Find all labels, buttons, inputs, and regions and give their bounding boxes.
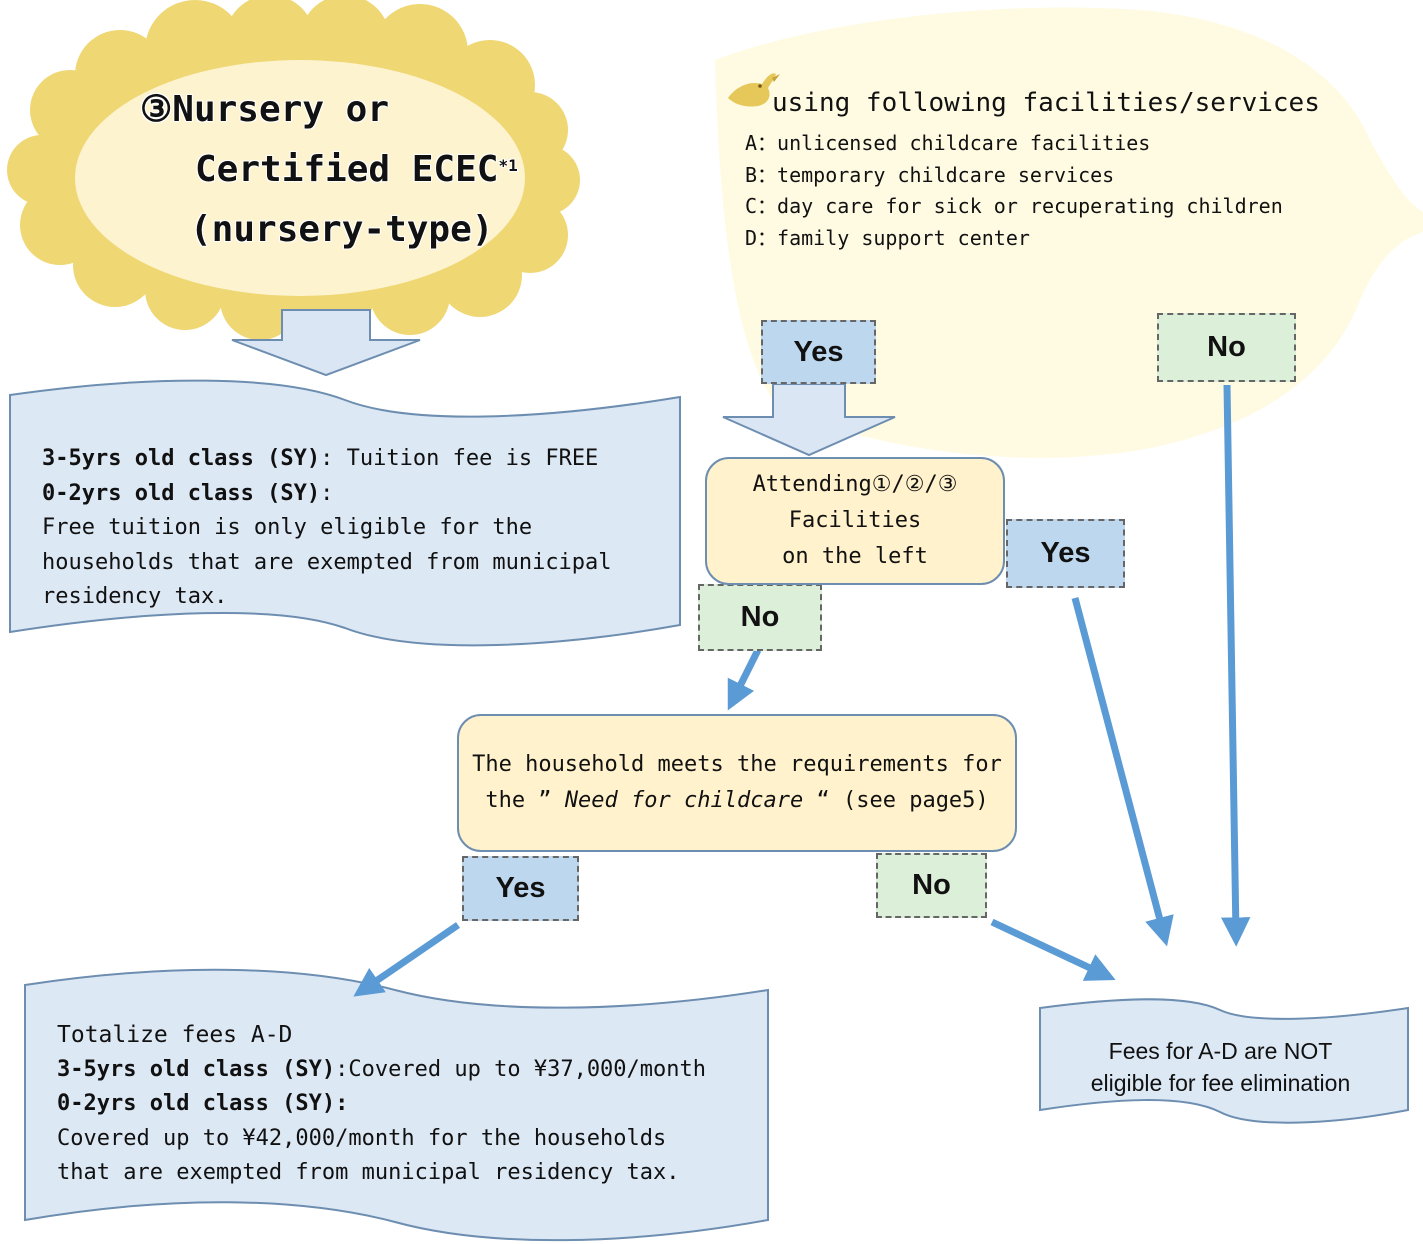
cloud-line-1: Nursery or: [172, 89, 390, 130]
covered-line-1: Totalize fees A-D: [57, 1022, 293, 1048]
nursery-fee-free: : Tuition fee is FREE: [320, 446, 599, 471]
cloud-line-3: (nursery-type): [190, 209, 494, 250]
nursery-note-1: Free tuition is only eligible for the: [42, 515, 533, 540]
covered-line-4: Covered up to ¥42,000/month for the hous…: [57, 1125, 667, 1151]
tag-no-attending: No: [698, 584, 822, 651]
not-eligible-line-2: eligible for fee elimination: [1090, 1070, 1351, 1096]
arrow-yes-to-covered: [353, 922, 460, 997]
arrow-yes-to-not-eligible: [1071, 597, 1174, 947]
attending-decision: Attending①/②/③ Facilities on the left: [705, 457, 1005, 585]
facility-item-c: C：day care for sick or recuperating chil…: [745, 194, 1283, 218]
need-childcare-decision: The household meets the requirements for…: [457, 714, 1017, 852]
arrow-no-to-need: [727, 648, 762, 711]
attending-line-3: on the left: [782, 544, 928, 569]
covered-line-5: that are exempted from municipal residen…: [57, 1160, 680, 1185]
nursery-cloud: [7, 0, 580, 340]
arrow-top-no-to-not-eligible: [1221, 384, 1251, 947]
tag-no-need: No: [876, 853, 987, 918]
nursery-class-0-2: 0-2yrs old class (SY): [42, 480, 321, 506]
not-eligible-text: Fees for A-D are NOT eligible for fee el…: [1048, 1035, 1393, 1099]
nursery-note-2: households that are exempted from munici…: [42, 549, 612, 575]
cloud-title: ③Nursery or Certified ECEC*1 (nursery-ty…: [140, 80, 540, 260]
attending-line-1: Attending①/②/③: [752, 472, 958, 497]
tag-no-facilities: No: [1157, 313, 1296, 382]
nursery-result-box: [9, 379, 681, 647]
covered-class-3-5: 3-5yrs old class (SY): [57, 1056, 336, 1082]
tag-yes-need: Yes: [462, 856, 579, 921]
not-eligible-line-1: Fees for A-D are NOT: [1108, 1038, 1333, 1064]
bird-icon: [728, 73, 780, 107]
cloud-line-2: Certified ECEC: [195, 149, 499, 190]
covered-result-box: [24, 968, 769, 1242]
block-arrow-down-yes: [722, 383, 896, 457]
footnote-marker: *1: [498, 156, 518, 175]
need-line-2: the ” Need for childcare “ (see page5): [485, 783, 988, 819]
circled-number: ③: [140, 89, 173, 130]
nursery-colon: :: [320, 480, 334, 506]
facility-item-a: A：unlicensed childcare facilities: [745, 131, 1151, 155]
nursery-result-text: 3-5yrs old class (SY): Tuition fee is FR…: [42, 442, 612, 615]
need-line-2-post: “ (see page5): [816, 788, 989, 813]
facilities-list: A：unlicensed childcare facilities B：temp…: [745, 128, 1283, 254]
facilities-title: using following facilities/services: [772, 88, 1320, 118]
block-arrow-down-cloud: [231, 309, 421, 377]
nursery-class-3-5: 3-5yrs old class (SY): [42, 446, 321, 471]
tag-yes-attending: Yes: [1006, 519, 1125, 588]
need-line-1: The household meets the requirements for: [472, 752, 1002, 777]
covered-amount-3-5: :Covered up to ¥37,000/month: [335, 1056, 707, 1082]
facility-item-d: D：family support center: [745, 225, 1030, 250]
facility-item-b: B：temporary childcare services: [745, 162, 1115, 187]
need-for-childcare-term: Need for childcare: [564, 788, 804, 813]
not-eligible-box: [1039, 998, 1409, 1124]
nursery-note-3: residency tax.: [42, 584, 228, 609]
tag-yes-facilities: Yes: [761, 320, 876, 384]
covered-class-0-2: 0-2yrs old class (SY):: [57, 1091, 349, 1116]
covered-result-text: Totalize fees A-D 3-5yrs old class (SY):…: [57, 1018, 706, 1191]
need-line-2-pre: the ”: [485, 788, 552, 813]
attending-line-2: Facilities: [788, 508, 922, 533]
arrow-no-to-not-eligible: [990, 918, 1116, 981]
